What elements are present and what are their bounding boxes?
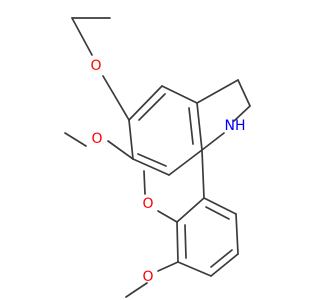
atom-label-layer: O O NH O O — [90, 58, 245, 285]
bond-ethyl-ch2 — [71, 17, 93, 56]
bond-c1-aryl — [201, 149, 205, 199]
bond-methoxy-upper-ring — [107, 140, 134, 160]
bond-ring-c-5 — [235, 213, 239, 255]
atom-label-o-methoxy-upper: O — [91, 131, 102, 147]
atom-label-o-methoxy-3: O — [142, 196, 153, 212]
bond-ring-a-3 — [196, 102, 203, 151]
bond-ring-c-2 — [176, 221, 179, 263]
bond-ring-a-1-inner — [138, 93, 166, 121]
bond-ring-b-2 — [237, 79, 251, 107]
bond-methoxy-4-ch3 — [125, 282, 148, 298]
bond-ring-a-1 — [128, 85, 163, 121]
bond-ethoxy-o-ring — [102, 75, 130, 121]
bond-methoxy-4-ring — [157, 261, 179, 272]
bond-ring-c-3 — [177, 261, 212, 277]
molecule-structure-diagram: O O NH O O — [64, 17, 251, 298]
bond-ring-a-4 — [168, 149, 203, 176]
bond-ring-c-6-inner — [205, 206, 230, 220]
bond-ring-c-2-inner — [184, 224, 187, 259]
bond-methoxy-3-ring — [157, 210, 178, 223]
bond-methoxy-upper-ch3 — [64, 132, 87, 147]
bond-ring-a-2 — [161, 85, 198, 104]
atom-label-o-methoxy-4: O — [142, 269, 153, 285]
bond-ring-c-4 — [210, 253, 239, 277]
bond-ring-a-3-inner — [188, 107, 194, 145]
bond-ring-a-6 — [128, 119, 134, 160]
bond-ring-c-4-inner — [210, 249, 233, 268]
atom-label-nh: NH — [225, 118, 246, 134]
bond-methoxy-3-ch3 — [143, 170, 146, 195]
bond-ring-b-4 — [201, 132, 225, 151]
bond-ring-b-3 — [233, 105, 251, 122]
bond-ring-a-5 — [132, 158, 170, 176]
atom-label-o-ethoxy: O — [90, 58, 101, 74]
bond-ring-a-5-inner — [137, 153, 167, 167]
bond-ring-c-1 — [176, 197, 205, 223]
bond-ring-b-1 — [196, 79, 239, 104]
bond-layer — [64, 17, 251, 298]
bond-ring-c-6 — [203, 197, 237, 215]
